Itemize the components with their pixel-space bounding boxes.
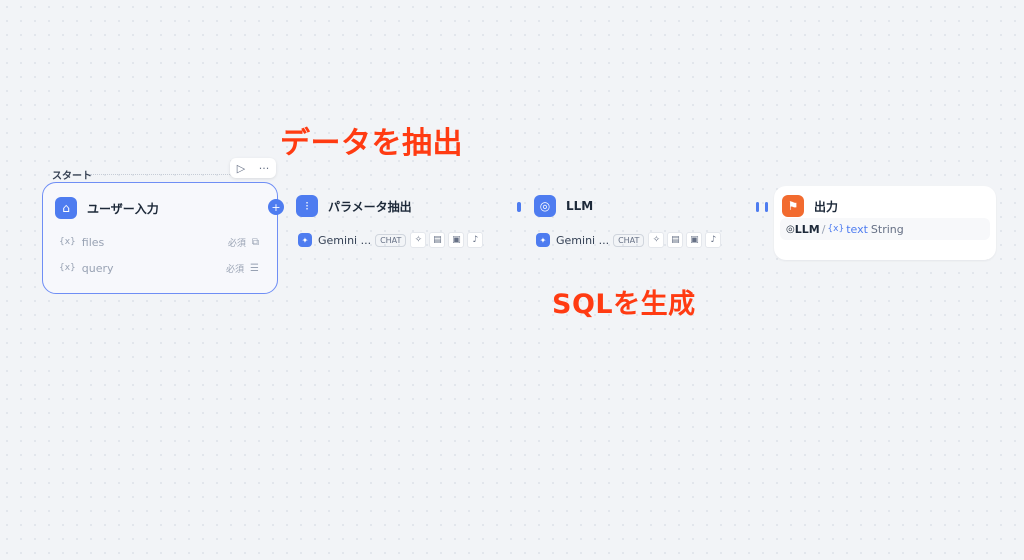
audio-icon: ♪ [705, 232, 722, 248]
model-selector[interactable]: ✦ Gemini ... CHAT ✧ ▤ ▣ ♪ [536, 230, 724, 250]
required-label: 必須 [227, 238, 246, 249]
connection-handle[interactable] [517, 202, 521, 212]
variable-icon: {x} [59, 237, 76, 247]
agent-thought-icon: ✧ [648, 232, 665, 248]
start-node-tab: スタート [44, 162, 280, 184]
start-node[interactable]: ⌂ ユーザー入力 {x} files 必須 ⧉ {x} query 必須 ☰ [42, 182, 278, 294]
variable-icon: {x} [827, 224, 845, 234]
parameter-extract-icon: ⁝ [296, 195, 318, 217]
node-toolbar: ▷ ··· [230, 158, 276, 178]
vision-icon: ▣ [448, 232, 465, 248]
model-selector[interactable]: ✦ Gemini ... CHAT ✧ ▤ ▣ ♪ [298, 230, 486, 250]
variable-icon: {x} [59, 263, 76, 273]
annotation-extract-data: データを抽出 [280, 126, 463, 161]
output-var-name: text [846, 222, 868, 236]
chat-mode-badge: CHAT [375, 233, 407, 247]
parameter-node-title: パラメータ抽出 [328, 199, 412, 214]
llm-small-icon: ◎ [786, 223, 795, 235]
paragraph-icon: ☰ [250, 262, 259, 274]
model-name: Gemini ... [318, 233, 372, 247]
document-icon: ▤ [429, 232, 446, 248]
home-icon: ⌂ [55, 197, 77, 219]
llm-node-title: LLM [566, 199, 594, 213]
file-list-icon: ⧉ [251, 236, 259, 248]
model-name: Gemini ... [556, 233, 610, 247]
gemini-icon: ✦ [298, 233, 312, 247]
llm-icon: ◎ [534, 195, 556, 217]
chat-mode-badge: CHAT [613, 233, 645, 247]
variable-name: files [81, 235, 105, 249]
variable-name: query [81, 261, 114, 275]
start-tab-label: スタート [52, 171, 92, 182]
required-label: 必須 [226, 264, 245, 275]
output-source: LLM [794, 222, 820, 236]
variable-row-query[interactable]: {x} query 必須 ☰ [53, 257, 265, 279]
audio-icon: ♪ [467, 232, 484, 248]
start-node-title: ユーザー入力 [87, 201, 159, 216]
agent-thought-icon: ✧ [410, 232, 427, 248]
variable-row-files[interactable]: {x} files 必須 ⧉ [53, 231, 265, 253]
run-node-button[interactable]: ▷ [236, 161, 246, 175]
llm-node[interactable]: ◎ LLM ✦ Gemini ... CHAT ✧ ▤ ▣ ♪ [532, 194, 742, 254]
annotation-generate-sql: SQLを生成 [552, 289, 696, 320]
output-node-title: 出力 [814, 199, 839, 214]
output-node[interactable]: ⚑ 出力 ◎ LLM / {x} text String [774, 186, 996, 260]
end-icon: ⚑ [782, 195, 804, 217]
parameter-extractor-node[interactable]: ⁝ パラメータ抽出 ✦ Gemini ... CHAT ✧ ▤ ▣ ♪ [294, 194, 504, 254]
more-options-button[interactable]: ··· [258, 161, 270, 175]
gemini-icon: ✦ [536, 233, 550, 247]
connection-handle[interactable] [756, 202, 759, 212]
output-var-type: String [870, 222, 904, 236]
vision-icon: ▣ [686, 232, 703, 248]
connection-handle[interactable] [765, 202, 768, 212]
output-variable[interactable]: ◎ LLM / {x} text String [780, 218, 990, 240]
document-icon: ▤ [667, 232, 684, 248]
add-node-handle[interactable]: + [268, 199, 284, 215]
